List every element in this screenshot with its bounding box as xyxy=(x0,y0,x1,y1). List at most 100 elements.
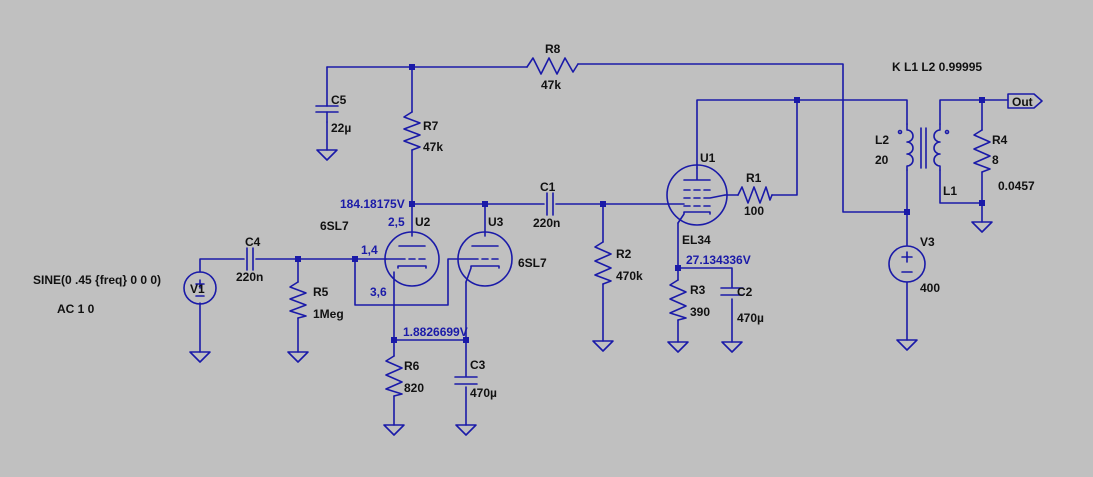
r1-value: 100 xyxy=(744,204,764,218)
u1-model: EL34 xyxy=(682,233,711,247)
ground-icon xyxy=(287,351,309,363)
wire-v1-top xyxy=(199,258,387,273)
ground-icon xyxy=(721,341,743,353)
output-port-label: Out xyxy=(1012,95,1033,109)
junction xyxy=(482,201,488,207)
v3-name: V3 xyxy=(920,235,935,249)
tube-u3[interactable] xyxy=(457,231,513,287)
r5-value: 1Meg xyxy=(313,307,344,321)
c5-name: C5 xyxy=(331,93,347,107)
r7-value: 47k xyxy=(423,140,443,154)
capacitor-c1[interactable] xyxy=(546,192,554,216)
c1-name: C1 xyxy=(540,180,556,194)
tube-u1[interactable] xyxy=(666,164,728,226)
inductor-l1-coil xyxy=(933,123,941,171)
junction xyxy=(295,256,301,262)
ground-icon xyxy=(667,341,689,353)
capacitor-c2[interactable] xyxy=(720,287,744,296)
extra-value: 0.0457 xyxy=(998,179,1035,193)
capacitor-c3[interactable] xyxy=(454,376,478,385)
junction xyxy=(794,97,800,103)
u2-model: 6SL7 xyxy=(320,219,349,233)
junction xyxy=(409,64,415,70)
u3-model: 6SL7 xyxy=(518,256,547,270)
u2-pins-cathode: 3,6 xyxy=(370,285,387,299)
wires xyxy=(199,63,1009,426)
source-sine-spec[interactable]: SINE(0 .45 {freq} 0 0 0) xyxy=(33,273,161,287)
wire-el34-cath-r3c2 xyxy=(677,267,733,343)
capacitor-c4[interactable] xyxy=(246,247,254,271)
l2-name: L2 xyxy=(875,133,889,147)
capacitor-c5[interactable] xyxy=(315,105,339,123)
wire-u2-grid xyxy=(354,258,459,306)
c5-value: 22µ xyxy=(331,121,351,135)
r4-value: 8 xyxy=(992,153,999,167)
r2-value: 470k xyxy=(616,269,643,283)
ground-icon xyxy=(592,340,614,352)
resistor-r6[interactable] xyxy=(385,355,403,397)
junction xyxy=(391,337,397,343)
r6-name: R6 xyxy=(404,359,420,373)
node-voltage-cathode: 1.8826699V xyxy=(403,325,468,339)
labels: K L1 L2 0.99995 SINE(0 .45 {freq} 0 0 0)… xyxy=(33,42,1035,400)
r4-name: R4 xyxy=(992,133,1008,147)
junction xyxy=(675,265,681,271)
junction xyxy=(352,256,358,262)
c3-name: C3 xyxy=(470,358,486,372)
resistor-r2[interactable] xyxy=(594,241,612,285)
resistor-r7[interactable] xyxy=(403,111,421,151)
ground-icon xyxy=(189,351,211,363)
u3-name: U3 xyxy=(488,215,504,229)
r6-value: 820 xyxy=(404,381,424,395)
source-ac-spec[interactable]: AC 1 0 xyxy=(57,302,95,316)
voltage-source-v1[interactable] xyxy=(183,271,217,305)
output-port[interactable]: Out xyxy=(1007,93,1043,109)
r5-name: R5 xyxy=(313,285,329,299)
c4-name: C4 xyxy=(245,235,261,249)
tube-u2[interactable] xyxy=(384,231,440,287)
u2-pins-top: 2,5 xyxy=(388,215,405,229)
r2-name: R2 xyxy=(616,247,632,261)
r3-name: R3 xyxy=(690,283,706,297)
r7-name: R7 xyxy=(423,119,439,133)
ground-icon xyxy=(455,424,477,436)
c2-name: C2 xyxy=(737,285,753,299)
l1-name: L1 xyxy=(943,184,957,198)
resistor-r8[interactable] xyxy=(526,57,579,75)
u1-name: U1 xyxy=(700,151,716,165)
voltage-source-v3[interactable] xyxy=(888,245,926,283)
ground-icon xyxy=(971,221,993,233)
v1-name: V1 xyxy=(190,282,205,296)
r8-name: R8 xyxy=(545,42,561,56)
junction xyxy=(904,209,910,215)
v3-value: 400 xyxy=(920,281,940,295)
node-voltage-plate: 184.18175V xyxy=(340,197,405,211)
wire-top-rail xyxy=(326,63,908,213)
ground-icon xyxy=(383,424,405,436)
u2-pins-grid: 1,4 xyxy=(361,243,378,257)
junction xyxy=(463,337,469,343)
node-voltage-el34-cathode: 27.134336V xyxy=(686,253,751,267)
ground-symbols xyxy=(189,149,993,436)
junction xyxy=(600,201,606,207)
r1-name: R1 xyxy=(746,171,762,185)
ground-icon xyxy=(896,339,918,351)
r3-value: 390 xyxy=(690,305,710,319)
l2-value: 20 xyxy=(875,153,889,167)
junction xyxy=(409,201,415,207)
inductor-l2-coil xyxy=(906,123,914,171)
ground-icon xyxy=(316,149,338,161)
junction xyxy=(979,97,985,103)
c2-value: 470µ xyxy=(737,311,764,325)
transformer-l1-l2[interactable] xyxy=(897,123,950,171)
resistor-r3[interactable] xyxy=(669,279,687,321)
wire-el34-plate xyxy=(696,99,908,169)
u2-name: U2 xyxy=(415,215,431,229)
r8-value: 47k xyxy=(541,78,561,92)
resistor-r5[interactable] xyxy=(289,281,307,319)
coupling-directive[interactable]: K L1 L2 0.99995 xyxy=(892,60,982,74)
wire-secondary xyxy=(939,99,1009,223)
resistor-r1[interactable] xyxy=(737,186,773,204)
resistor-r4[interactable] xyxy=(973,129,991,173)
junctions xyxy=(295,64,985,343)
